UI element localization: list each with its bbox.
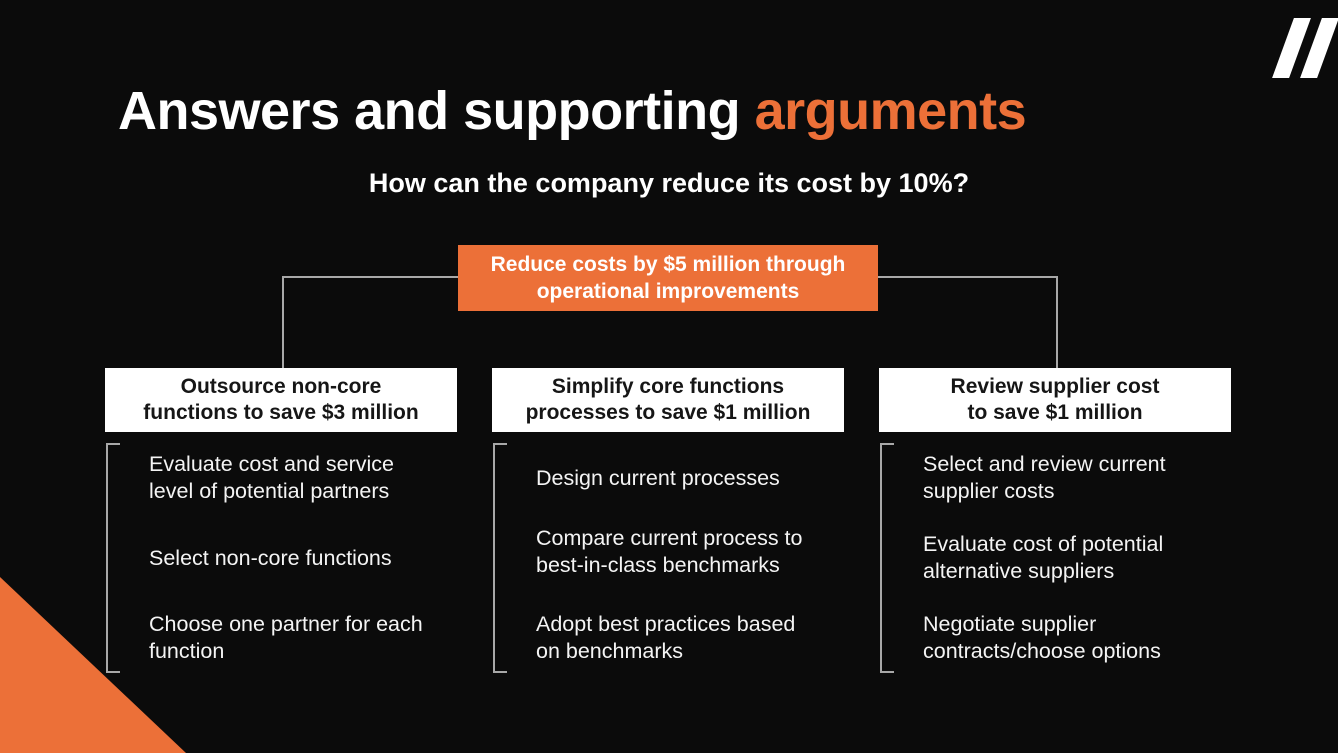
list-item: Select non-core functions: [149, 545, 392, 570]
scope-bracket: [106, 443, 120, 673]
scope-bracket: [880, 443, 894, 673]
list-item: Design current processes: [536, 466, 780, 490]
connector-vertical-left: [282, 276, 284, 368]
connector-horizontal-left: [282, 276, 458, 278]
list-item: Adopt best practices based on benchmarks: [536, 612, 796, 663]
scope-bracket: [493, 443, 507, 673]
branch-heading-box: Simplify core functions processes to sav…: [492, 368, 844, 432]
branch-heading-box: Review supplier cost to save $1 million: [879, 368, 1231, 432]
root-node-box: Reduce costs by $5 million through opera…: [458, 245, 878, 311]
slide-title: Answers and supporting arguments: [118, 80, 1027, 142]
list-item: Choose one partner for each function: [149, 612, 423, 663]
list-item: Select and review current supplier costs: [923, 452, 1166, 503]
slide-title-accent: arguments: [754, 81, 1027, 141]
double-slash-logo: [1272, 18, 1338, 78]
slide-question: How can the company reduce its cost by 1…: [368, 168, 970, 198]
branch-column-simplify: Simplify core functions processes to sav…: [492, 368, 844, 673]
list-item: Evaluate cost of potential alternative s…: [923, 532, 1164, 583]
branch-item-list: Design current processes Compare current…: [492, 443, 844, 673]
list-item: Evaluate cost and service level of poten…: [149, 452, 394, 503]
branch-column-outsource: Outsource non-core functions to save $3 …: [105, 368, 457, 673]
branch-item-list: Select and review current supplier costs…: [879, 443, 1231, 673]
connector-horizontal-right: [878, 276, 1058, 278]
slide-title-main: Answers and supporting: [118, 81, 741, 141]
list-item: Negotiate supplier contracts/choose opti…: [923, 612, 1161, 663]
list-item: Compare current process to best-in-class…: [536, 525, 803, 577]
branch-column-supplier: Review supplier cost to save $1 million …: [879, 368, 1231, 673]
branch-item-list: Evaluate cost and service level of poten…: [105, 443, 457, 673]
branch-heading-box: Outsource non-core functions to save $3 …: [105, 368, 457, 432]
connector-vertical-right: [1056, 276, 1058, 368]
